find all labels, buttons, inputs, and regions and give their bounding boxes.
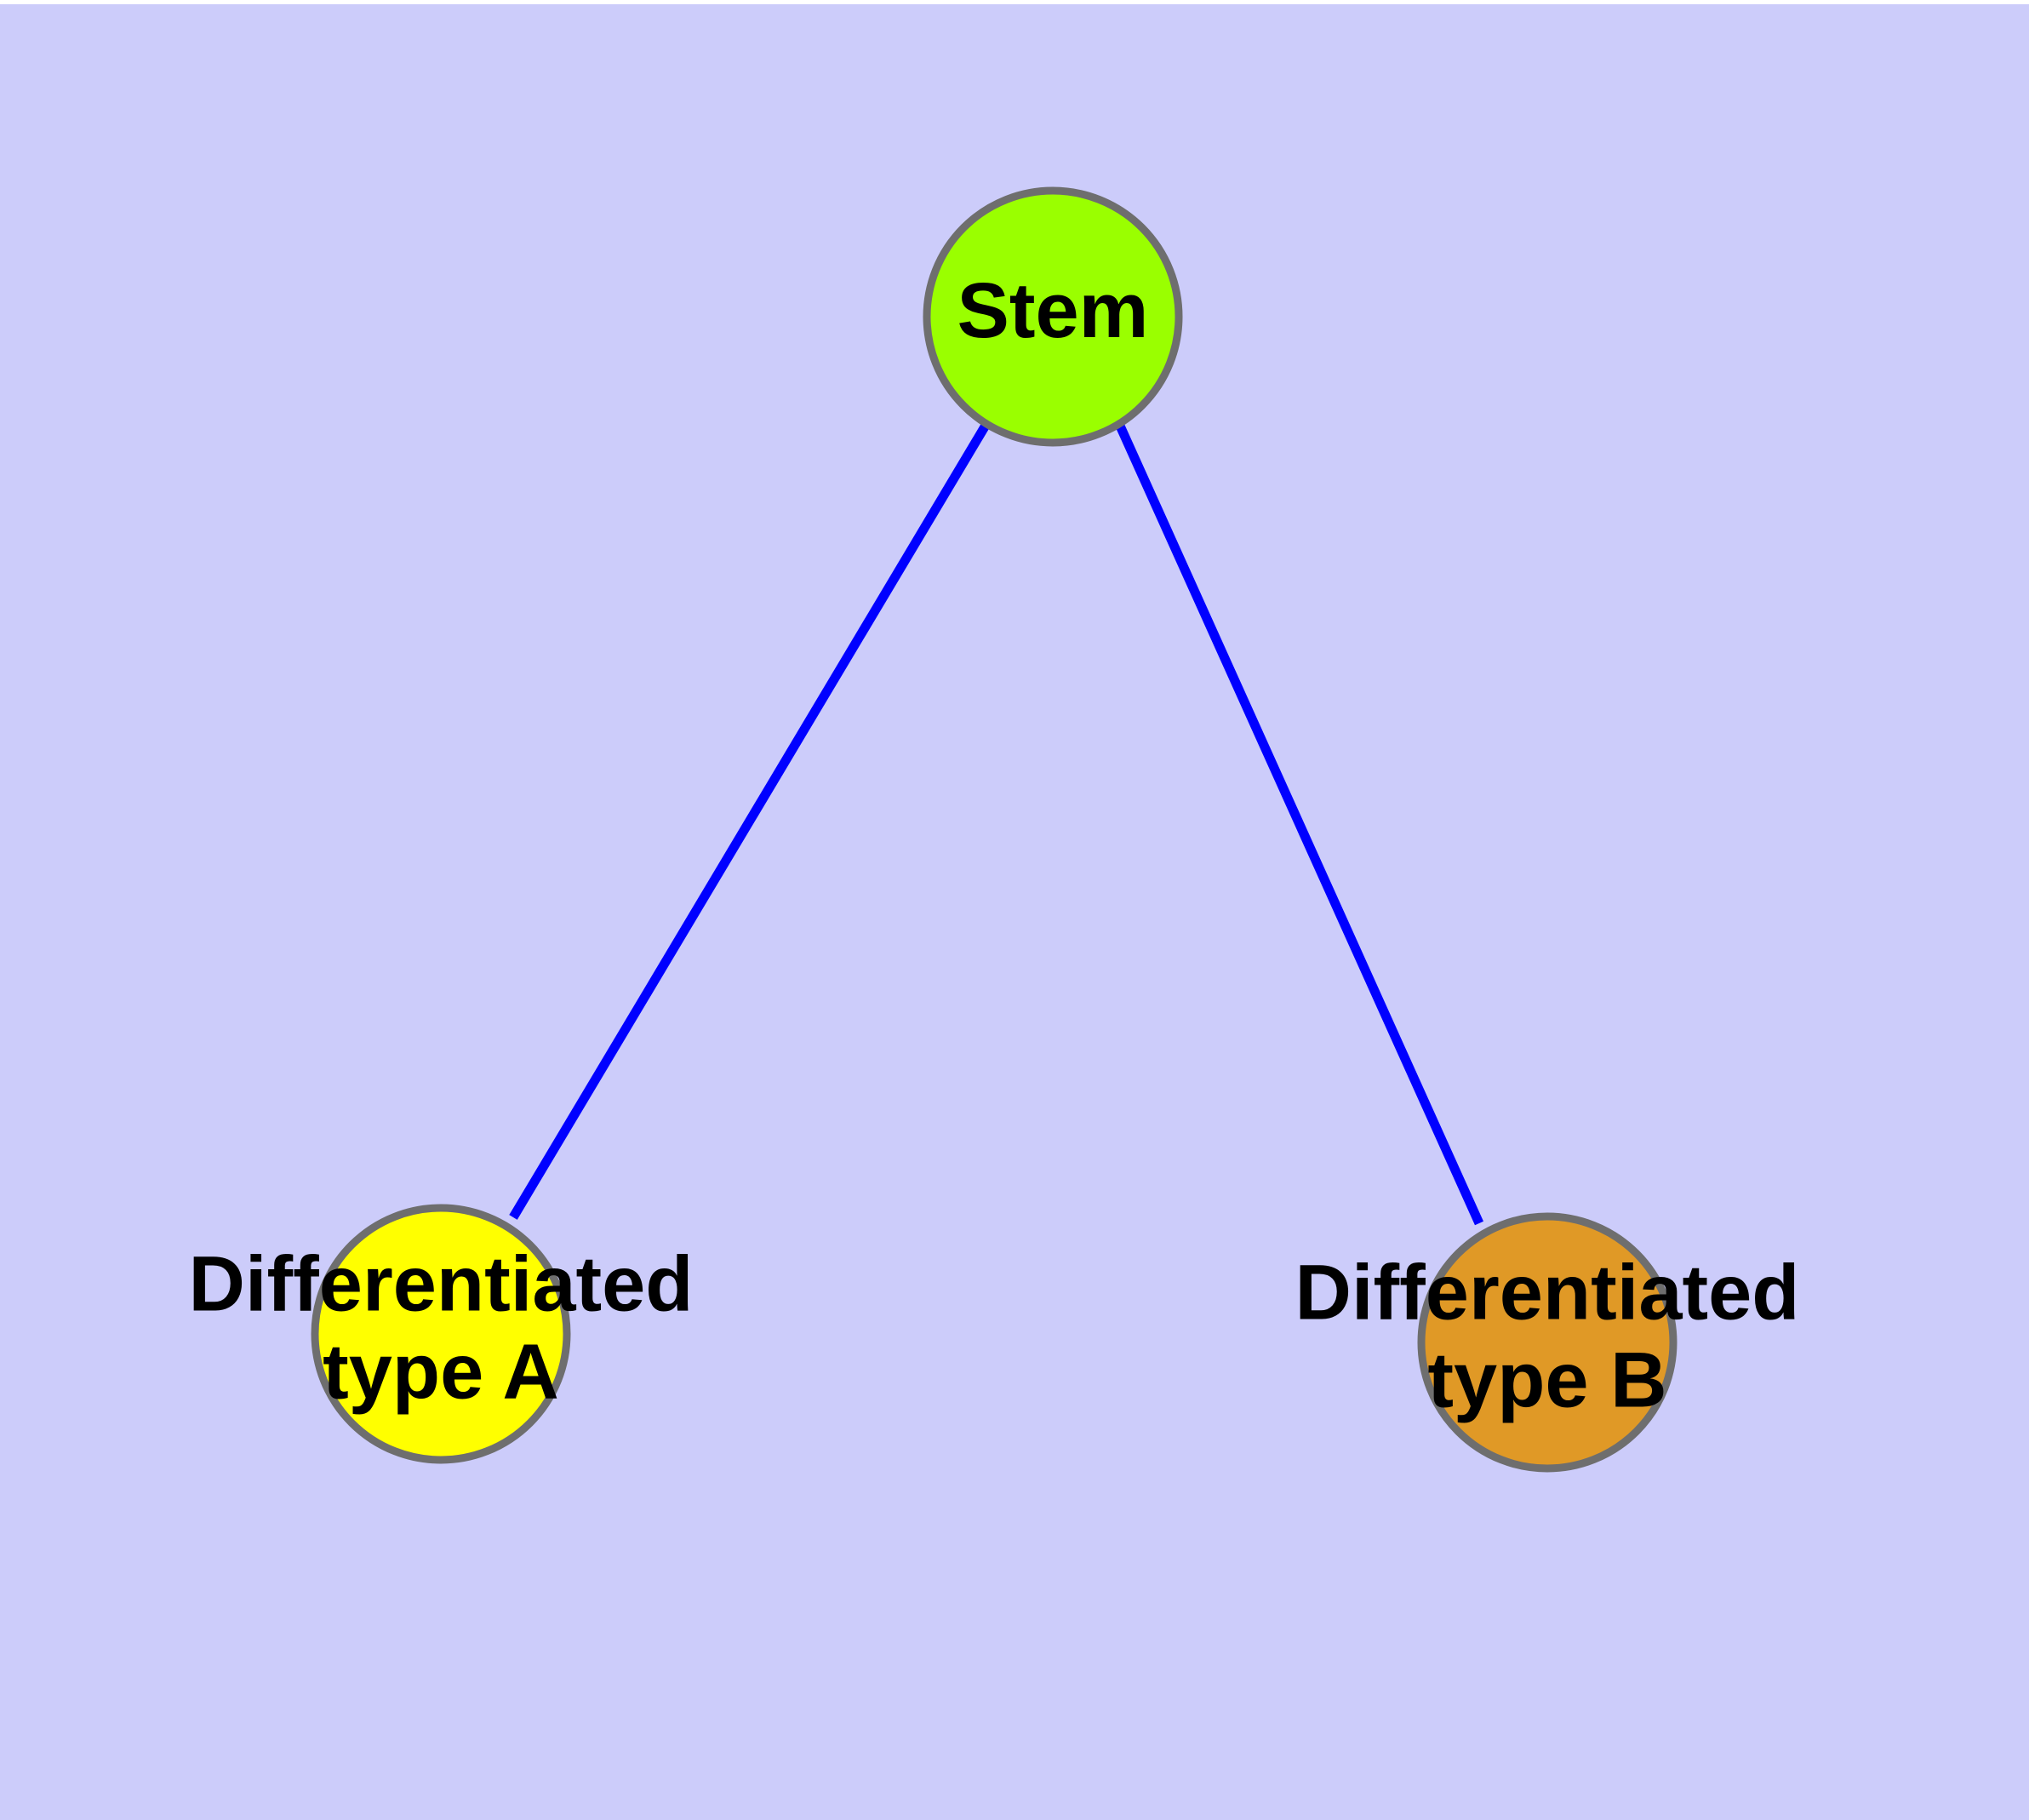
edge-group: [509, 421, 1484, 1226]
node-stem[interactable]: Stem: [923, 186, 1183, 447]
stem-node-label: Stem: [957, 267, 1149, 354]
differentiated-b-node-circle[interactable]: [1417, 1212, 1677, 1473]
edge-stem-to-differentiated-a[interactable]: [509, 421, 991, 1220]
edge-stem-to-differentiated-b[interactable]: [1114, 421, 1484, 1226]
differentiated-a-node-circle[interactable]: [311, 1204, 571, 1464]
stem-node-circle[interactable]: [923, 186, 1183, 447]
